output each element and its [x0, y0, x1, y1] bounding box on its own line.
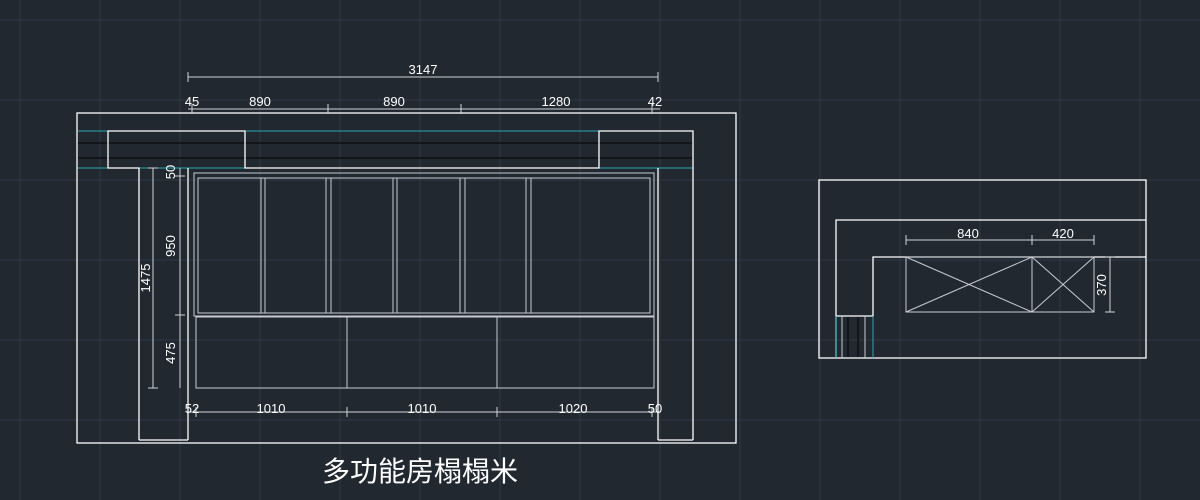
dim-bottom-seg-1: 52	[185, 401, 199, 416]
dim-bottom-seg-4: 1020	[559, 401, 588, 416]
storage-box-2	[1031, 256, 1095, 313]
dim-bottom-seg-2: 1010	[257, 401, 286, 416]
dim-top-seg-3: 890	[383, 94, 405, 109]
dim-top-seg-1: 45	[185, 94, 199, 109]
elevation-view: 3147 45 890 890 1280 42 52 1010 1010 102…	[76, 62, 737, 444]
dim-section-height: 370	[1094, 274, 1109, 296]
dim-vert-seg-1: 50	[163, 165, 178, 179]
dim-top-seg-4: 1280	[542, 94, 571, 109]
dim-top-seg-2: 890	[249, 94, 271, 109]
section-outer-wall	[818, 179, 1147, 359]
tatami-platform	[195, 316, 655, 389]
elevation-outer-wall	[76, 112, 737, 444]
elevation-inner-opening	[107, 130, 694, 440]
drawing-title: 多功能房榻榻米	[322, 455, 518, 488]
dim-section-width-2: 420	[1052, 226, 1074, 241]
dim-section-width-1: 840	[957, 226, 979, 241]
dim-bottom-seg-5: 50	[648, 401, 662, 416]
section-view: 840 420 370	[818, 179, 1147, 359]
cabinet-doors	[260, 178, 532, 313]
dim-overall-width: 3147	[409, 62, 438, 77]
dim-vert-seg-2: 950	[163, 235, 178, 257]
dim-bottom-seg-3: 1010	[408, 401, 437, 416]
dim-vert-seg-3: 475	[163, 342, 178, 364]
dim-top-seg-5: 42	[648, 94, 662, 109]
upper-cabinet-frame	[193, 172, 655, 317]
dim-total-height: 1475	[138, 264, 153, 293]
